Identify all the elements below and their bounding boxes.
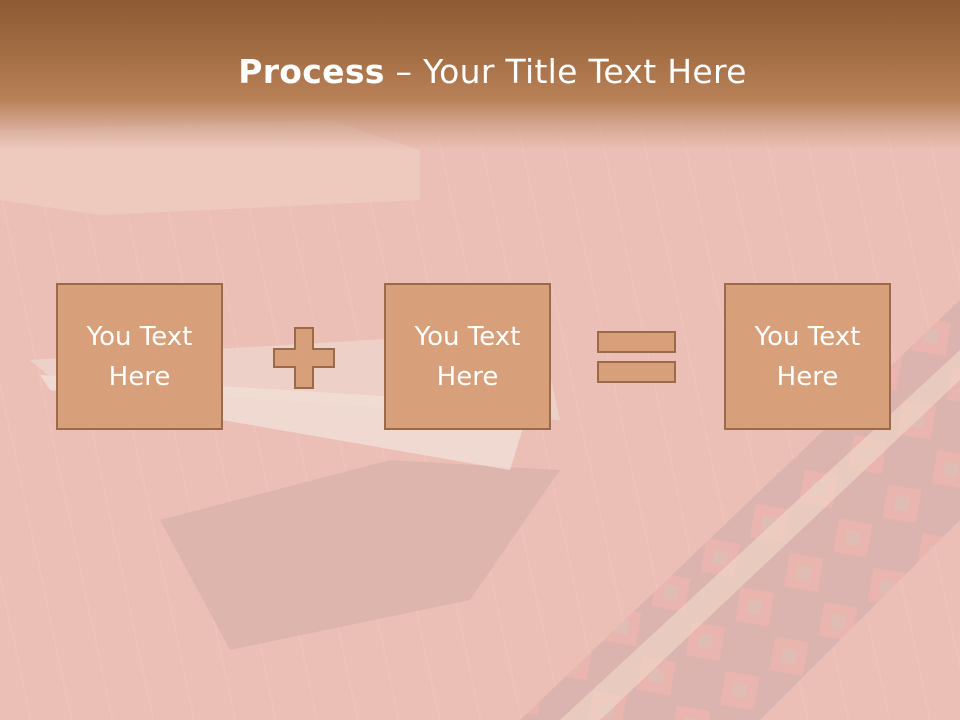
process-box-3[interactable]: You Text Here (724, 283, 891, 430)
slide-title: Process – Your Title Text Here (0, 52, 960, 91)
process-box-2[interactable]: You Text Here (384, 283, 551, 430)
title-bold: Process (238, 52, 385, 91)
title-rest: – Your Title Text Here (384, 52, 747, 91)
plus-icon (273, 327, 335, 389)
equals-icon (597, 331, 676, 383)
title-bar (0, 0, 960, 150)
process-box-1[interactable]: You Text Here (56, 283, 223, 430)
